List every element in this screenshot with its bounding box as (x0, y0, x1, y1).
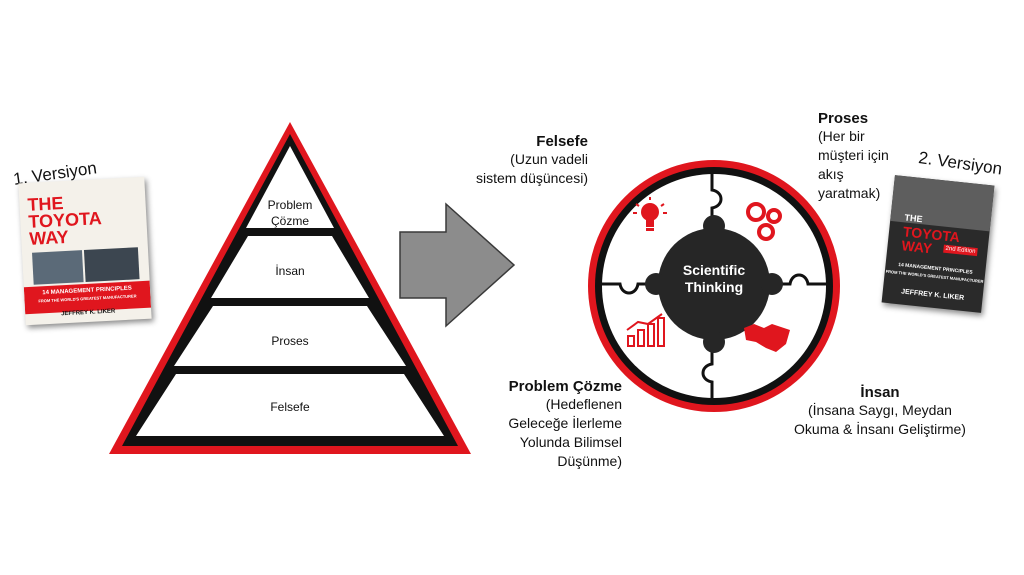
pyramid-level-proses: Proses (271, 334, 309, 348)
annotation-insan-title: İnsan (860, 384, 900, 401)
pyramid-level-problem: Problem Çözme (267, 198, 313, 228)
handshake-icon (744, 324, 790, 352)
annotation-insan-desc: (İnsana Saygı, Meydan Okuma & İnsanı Gel… (794, 402, 966, 437)
annotation-problem-title: Problem Çözme (508, 378, 622, 395)
annotation-felsefe-title: Felsefe (536, 133, 588, 150)
annotation-proses-title: Proses (818, 110, 869, 127)
puzzle-center-label: Scientific Thinking (682, 262, 746, 295)
bar-chart-icon (626, 313, 665, 347)
puzzle-knob-top (703, 215, 725, 237)
lightbulb-icon (633, 197, 667, 231)
puzzle-center (658, 228, 770, 340)
puzzle-knob-bottom (703, 331, 725, 353)
annotation-felsefe-desc: (Uzun vadeli sistem düşüncesi) (475, 151, 588, 186)
annotation-problem-desc: (Hedeflenen Geleceğe İlerleme Yolunda Bi… (508, 396, 622, 469)
pyramid-level-3-shape (174, 306, 406, 366)
pyramid-level-insan: İnsan (275, 264, 305, 278)
arrow-right-icon (399, 202, 516, 328)
annotation-proses: Proses (Her bir müşteri için akış yaratm… (818, 110, 918, 203)
pyramid-level-2-shape (211, 236, 369, 298)
book1-photo (32, 250, 84, 285)
pyramid-level-1-shape (246, 146, 334, 228)
pyramid (109, 122, 471, 454)
puzzle-divider-vertical (701, 174, 723, 398)
book1-title-3: WAY (28, 226, 70, 249)
annotation-insan: İnsan (İnsana Saygı, Meydan Okuma & İnsa… (790, 384, 970, 439)
gears-icon (746, 202, 782, 241)
book2-author: JEFFREY K. LIKER (900, 288, 965, 303)
annotation-problem: Problem Çözme (Hedeflenen Geleceğe İlerl… (470, 378, 622, 471)
annotation-felsefe: Felsefe (Uzun vadeli sistem düşüncesi) (472, 133, 588, 188)
version-2-label: 2. Versiyon (917, 148, 1004, 179)
puzzle-knob-left (645, 273, 667, 295)
annotation-proses-desc: (Her bir müşteri için akış yaratmak) (818, 128, 889, 201)
pyramid-level-felsefe: Felsefe (270, 400, 310, 414)
pyramid-level-4-shape (136, 374, 444, 436)
puzzle-knob-right (761, 273, 783, 295)
puzzle-divider-horizontal (602, 273, 826, 295)
